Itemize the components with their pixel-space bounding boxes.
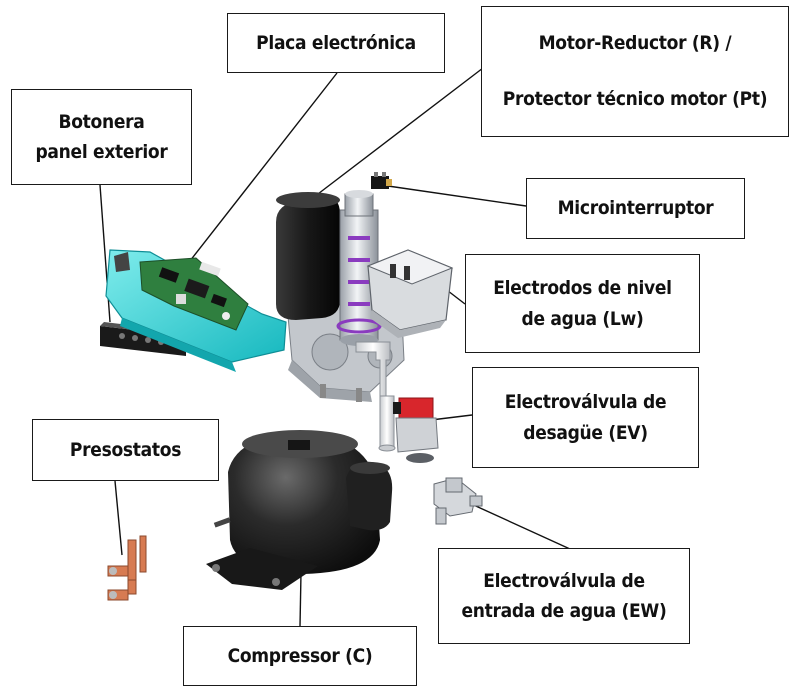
label-line: Protector técnico motor (Pt) — [502, 87, 768, 110]
label-presostatos: Presostatos — [32, 419, 219, 481]
label-line: Electrodos de nivel — [493, 277, 672, 300]
label-botonera: Botonera panel exterior — [11, 89, 192, 185]
label-line: Electroválvula de — [483, 569, 645, 592]
label-line: Microinterruptor — [557, 197, 714, 220]
gearmotor-icon — [276, 192, 405, 402]
label-line: Botonera — [58, 110, 145, 133]
label-placa-electronica: Placa electrónica — [227, 13, 445, 73]
label-compressor: Compressor (C) — [183, 626, 417, 686]
water-level-tank-icon — [366, 249, 454, 338]
label-line: panel exterior — [35, 141, 168, 163]
label-microinterruptor: Microinterruptor — [526, 178, 745, 239]
label-line: desagüe (EV) — [523, 421, 648, 444]
compressor-icon — [206, 430, 393, 590]
label-electrovalvula-entrada: Electroválvula de entrada de agua (EW) — [438, 548, 690, 644]
label-line: Presostatos — [69, 438, 182, 461]
label-line: Electroválvula de — [504, 391, 667, 414]
label-line: Compressor (C) — [227, 644, 373, 667]
microswitch-icon — [371, 172, 392, 189]
label-electrodos: Electrodos de nivel de agua (Lw) — [465, 254, 700, 353]
label-line: Placa electrónica — [256, 31, 416, 54]
label-line: de agua (Lw) — [521, 307, 644, 330]
pressure-switch-icon — [107, 535, 147, 601]
label-motor-reductor: Motor-Reductor (R) / Protector técnico m… — [481, 6, 789, 137]
inlet-valve-icon — [433, 477, 483, 525]
drain-pipe-icon — [355, 341, 396, 452]
label-line: entrada de agua (EW) — [461, 600, 667, 622]
electronic-board-icon — [105, 249, 287, 372]
label-line: Motor-Reductor (R) / — [538, 32, 732, 55]
drain-valve-icon — [393, 397, 439, 463]
label-electrovalvula-desague: Electroválvula de desagüe (EV) — [472, 367, 699, 468]
